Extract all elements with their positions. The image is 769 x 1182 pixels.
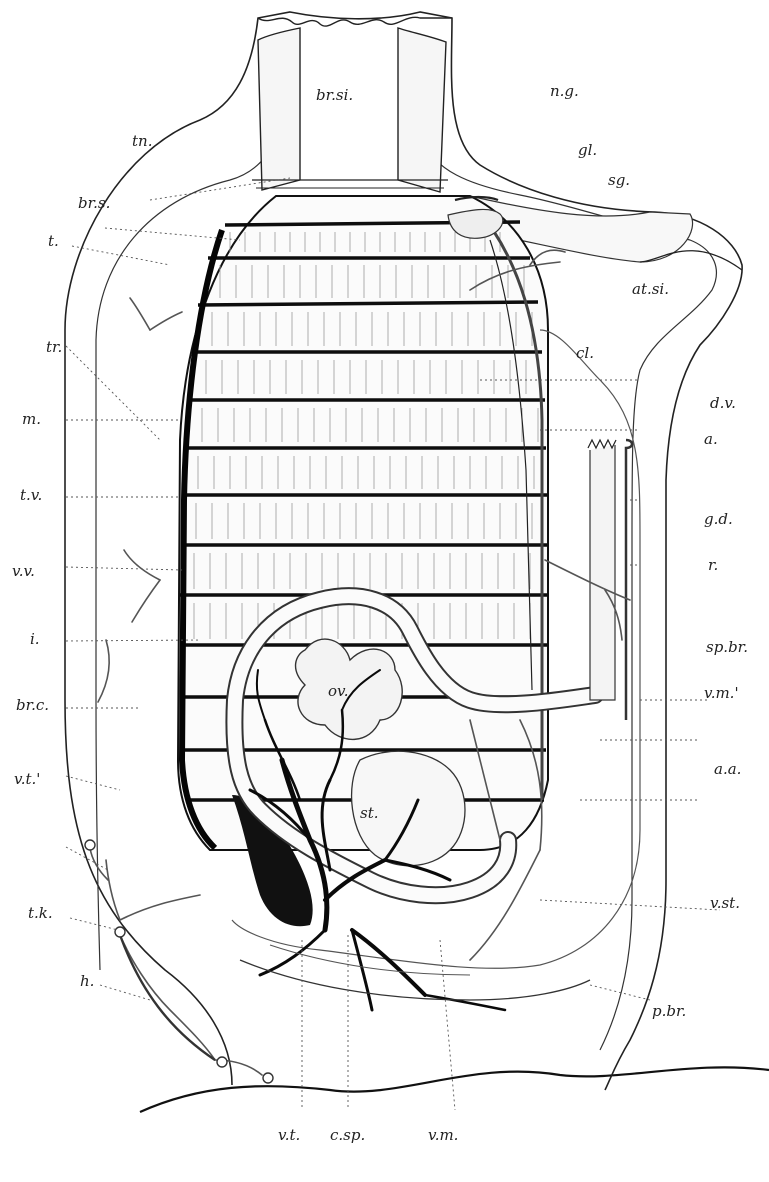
label-tn: tn. (132, 134, 152, 149)
label-a: a. (704, 432, 718, 447)
label-v-m-prime: v.m.' (704, 686, 739, 701)
rectum (590, 445, 615, 700)
label-st: st. (360, 806, 379, 821)
label-a-a: a.a. (714, 762, 741, 777)
label-t: t. (48, 234, 59, 249)
label-c-sp: c.sp. (330, 1128, 365, 1143)
label-gl: gl. (578, 143, 597, 158)
label-p-br: p.br. (652, 1004, 686, 1019)
label-sp-br: sp.br. (706, 640, 748, 655)
gonoduct (626, 440, 632, 720)
label-br-si: br.si. (316, 88, 353, 103)
branchial-siphon (258, 28, 300, 190)
label-cl: cl. (576, 346, 594, 361)
label-d-v: d.v. (710, 396, 736, 411)
label-v-m: v.m. (428, 1128, 458, 1143)
label-br-c: br.c. (16, 698, 49, 713)
label-t-k: t.k. (28, 906, 53, 921)
label-n-g: n.g. (550, 84, 579, 99)
label-sg: sg. (608, 173, 630, 188)
label-h: h. (80, 974, 94, 989)
label-v-t: v.t. (278, 1128, 300, 1143)
label-ov: ov. (328, 684, 349, 699)
label-at-si: at.si. (632, 282, 669, 297)
label-v-st: v.st. (710, 896, 740, 911)
label-i: i. (30, 632, 40, 647)
label-t-v: t.v. (20, 488, 42, 503)
label-br-s: br.s. (78, 196, 110, 211)
label-g-d: g.d. (704, 512, 733, 527)
label-r: r. (708, 558, 718, 573)
label-v-t-prime: v.t.' (14, 772, 40, 787)
label-v-v: v.v. (12, 564, 35, 579)
label-m: m. (22, 412, 41, 427)
label-tr: tr. (46, 340, 62, 355)
